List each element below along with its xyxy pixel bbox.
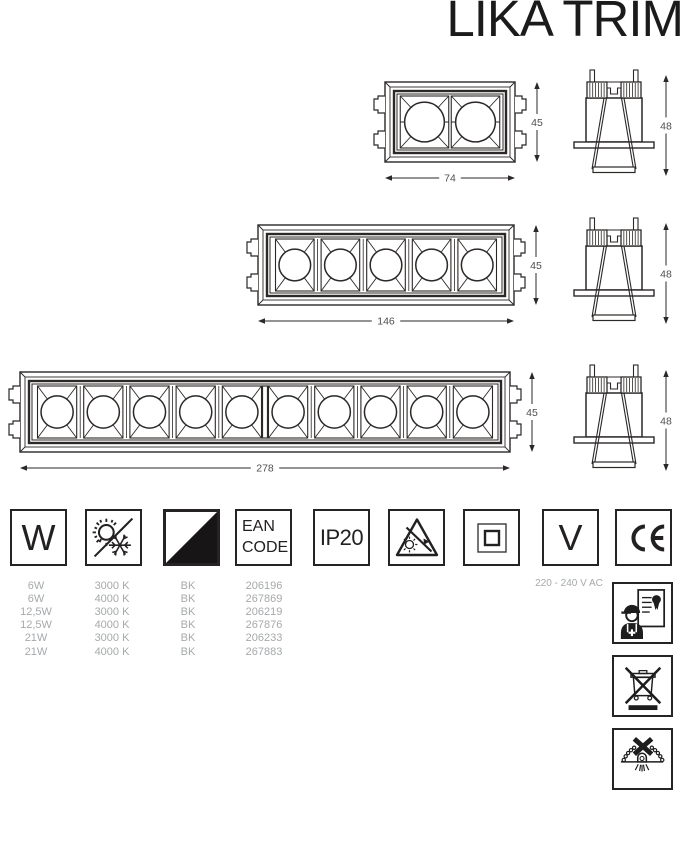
- front-view-5-module-drawing: 45 146: [246, 224, 542, 328]
- variant-row: 6W 3000 K BK 206196: [0, 579, 304, 592]
- black-finish-swatch-icon: [166, 512, 217, 563]
- side-view-5-module-drawing: 48: [573, 217, 672, 324]
- variant-wattage: 21W: [24, 645, 48, 658]
- svg-text:48: 48: [660, 268, 672, 280]
- variant-ean: 206219: [245, 605, 283, 618]
- no-insulation-glyph: [620, 736, 664, 772]
- variant-row: 12,5W 4000 K BK 267876: [0, 619, 304, 632]
- front-view-10-module-drawing: 45 278: [8, 371, 538, 475]
- variant-finish: BK: [180, 579, 196, 592]
- finish-icon: [163, 509, 220, 566]
- variants-table: 6W 3000 K BK 206196 6W 4000 K BK 267869 12,5W 300…: [0, 579, 304, 658]
- voltage-label: V: [558, 516, 583, 558]
- variant-finish: BK: [180, 619, 196, 632]
- ean-label-line1: EAN: [242, 518, 275, 536]
- svg-text:278: 278: [256, 463, 274, 475]
- ean-code-icon: EAN CODE: [235, 509, 292, 566]
- qualified-installer-icon: [612, 582, 673, 644]
- variant-wattage: 21W: [24, 632, 48, 645]
- side-view-2-module-drawing: 48: [573, 69, 672, 176]
- ce-glyph: [631, 524, 664, 551]
- variant-temperature: 4000 K: [94, 619, 130, 632]
- svg-text:146: 146: [377, 316, 395, 328]
- front-view-2-module-drawing: 45 74: [373, 81, 543, 185]
- variant-ean: 267876: [245, 619, 283, 632]
- variant-wattage: 6W: [27, 579, 45, 592]
- variant-ean: 267883: [245, 645, 283, 658]
- photobiological-warning-icon: [388, 509, 445, 566]
- wattage-label: W: [21, 516, 56, 558]
- svg-text:45: 45: [530, 260, 542, 272]
- svg-text:48: 48: [660, 120, 672, 132]
- installer-certificate-glyph: [620, 589, 665, 639]
- variant-finish: BK: [180, 592, 196, 605]
- product-title: LIKA TRIM: [446, 0, 684, 47]
- variant-row: 12,5W 3000 K BK 206219: [0, 605, 304, 618]
- variant-wattage: 6W: [27, 592, 45, 605]
- variant-temperature: 3000 K: [94, 632, 130, 645]
- variant-ean: 206196: [245, 579, 283, 592]
- variant-temperature: 4000 K: [94, 592, 130, 605]
- ip-rating-icon: IP20: [313, 509, 370, 566]
- ip-rating-label: IP20: [319, 524, 364, 550]
- crossed-wheeled-bin-glyph: [624, 666, 661, 711]
- svg-text:48: 48: [660, 415, 672, 427]
- variant-temperature: 3000 K: [94, 605, 130, 618]
- variant-ean: 267869: [245, 592, 283, 605]
- variant-finish: BK: [180, 632, 196, 645]
- sun-snowflake-icon: [92, 517, 134, 558]
- voltage-icon: V: [542, 509, 599, 566]
- ean-label-line2: CODE: [242, 538, 289, 556]
- variant-finish: BK: [180, 645, 196, 658]
- variant-temperature: 4000 K: [94, 645, 130, 658]
- variant-wattage: 12,5W: [20, 605, 52, 618]
- variant-finish: BK: [180, 605, 196, 618]
- variant-wattage: 12,5W: [20, 619, 52, 632]
- svg-text:45: 45: [531, 117, 543, 129]
- class-ii-insulation-icon: [463, 509, 520, 566]
- variant-temperature: 3000 K: [94, 579, 130, 592]
- side-view-10-module-drawing: 48: [573, 364, 672, 471]
- voltage-note: 220 - 240 V AC: [535, 578, 603, 589]
- svg-text:74: 74: [444, 173, 456, 185]
- double-square-icon: [476, 522, 507, 553]
- weee-disposal-icon: [612, 655, 673, 717]
- ce-mark-icon: [615, 509, 672, 566]
- color-temperature-icon: [85, 509, 142, 566]
- svg-text:45: 45: [526, 407, 538, 419]
- do-not-stare-lamp-icon: [395, 517, 438, 556]
- variant-row: 21W 4000 K BK 267883: [0, 645, 304, 658]
- variant-row: 21W 3000 K BK 206233: [0, 632, 304, 645]
- wattage-icon: W: [10, 509, 67, 566]
- variant-ean: 206233: [245, 632, 283, 645]
- no-insulation-cover-icon: [612, 728, 673, 790]
- variant-row: 6W 4000 K BK 267869: [0, 592, 304, 605]
